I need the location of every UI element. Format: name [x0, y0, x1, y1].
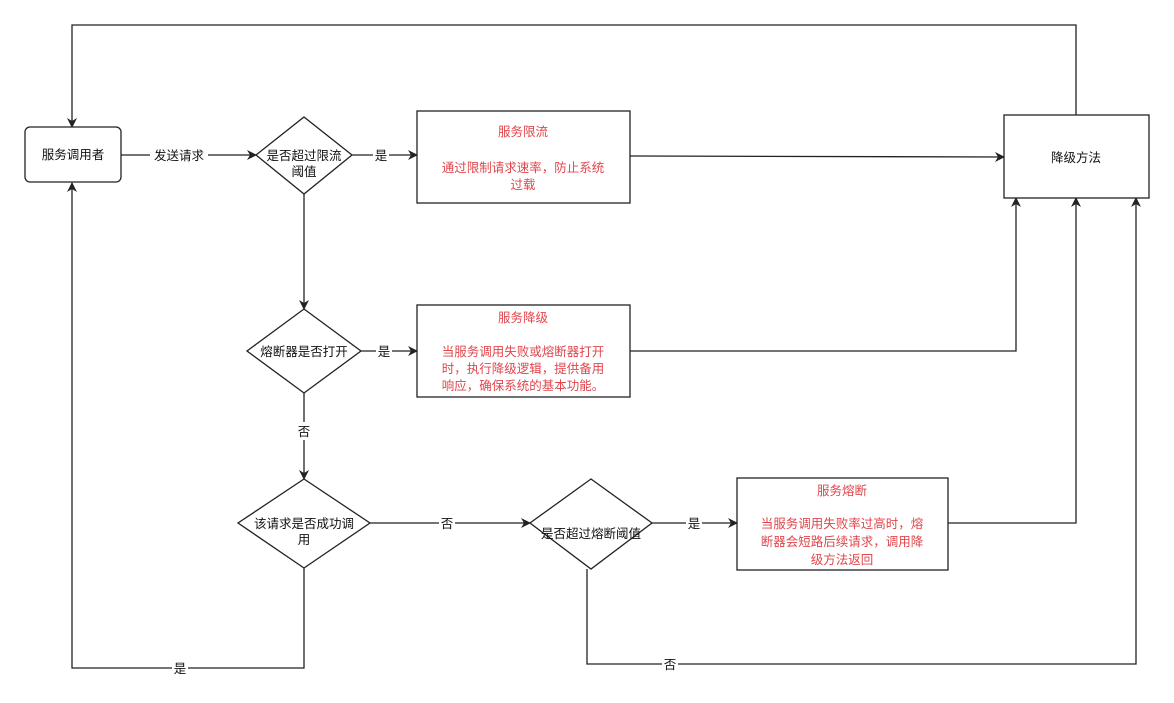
degrade-desc-1: 当服务调用失败或熔断器打开 — [442, 344, 605, 359]
circuit-break-desc-2: 断器会短路后续请求，调用降 — [761, 534, 924, 549]
edge-label-success-yes: 是 — [174, 661, 187, 676]
degrade-box — [416, 304, 631, 398]
degrade-desc-3: 响应，确保系统的基本功能。 — [442, 378, 605, 393]
caller-label: 服务调用者 — [42, 147, 105, 162]
edge-fallback-to-caller — [67, 24, 1077, 128]
edge-label-send-request: 发送请求 — [154, 148, 205, 163]
edge-label-success-no: 否 — [441, 516, 454, 531]
circuit-break-box — [736, 477, 949, 571]
edge-label-threshold-no: 否 — [664, 657, 677, 672]
call-success-diamond — [236, 478, 372, 569]
rate-limit-desc-1: 通过限制请求速率，防止系统 — [442, 160, 605, 175]
call-success-label-1: 该请求是否成功调 — [254, 516, 354, 531]
degrade-title: 服务降级 — [498, 310, 549, 325]
limit-check-diamond — [254, 116, 354, 195]
breaker-open-label: 熔断器是否打开 — [260, 344, 348, 359]
rate-limit-desc-2: 过载 — [510, 177, 536, 192]
edge-threshold-no — [586, 197, 1141, 665]
edge-degrade-to-fallback — [630, 197, 1021, 352]
breaker-threshold-label: 是否超过熔断阈值 — [541, 526, 641, 541]
edge-success-yes — [67, 182, 305, 669]
fallback-box — [1003, 114, 1150, 199]
call-success-label-2: 用 — [298, 532, 311, 547]
edge-label-limit-yes: 是 — [375, 148, 388, 163]
edge-label-threshold-yes: 是 — [688, 516, 701, 531]
edge-label-breaker-no: 否 — [298, 424, 311, 439]
fallback-label: 降级方法 — [1051, 150, 1101, 165]
rate-limit-box — [416, 110, 631, 204]
limit-check-label-2: 阈值 — [291, 164, 316, 179]
circuit-break-desc-1: 当服务调用失败率过高时，熔 — [761, 516, 924, 531]
breaker-threshold-diamond — [528, 478, 654, 570]
circuit-break-title: 服务熔断 — [817, 483, 867, 498]
degrade-desc-2: 时，执行降级逻辑，提供备用 — [442, 361, 605, 376]
limit-check-label-1: 是否超过限流 — [266, 148, 342, 163]
edge-label-breaker-yes: 是 — [378, 344, 391, 359]
edge-break-to-fallback — [948, 197, 1081, 524]
caller-box — [24, 126, 122, 183]
edge-limit-to-fallback — [629, 151, 1005, 162]
breaker-open-diamond — [245, 308, 363, 394]
rate-limit-title: 服务限流 — [498, 124, 549, 139]
circuit-break-desc-3: 级方法返回 — [811, 552, 874, 567]
